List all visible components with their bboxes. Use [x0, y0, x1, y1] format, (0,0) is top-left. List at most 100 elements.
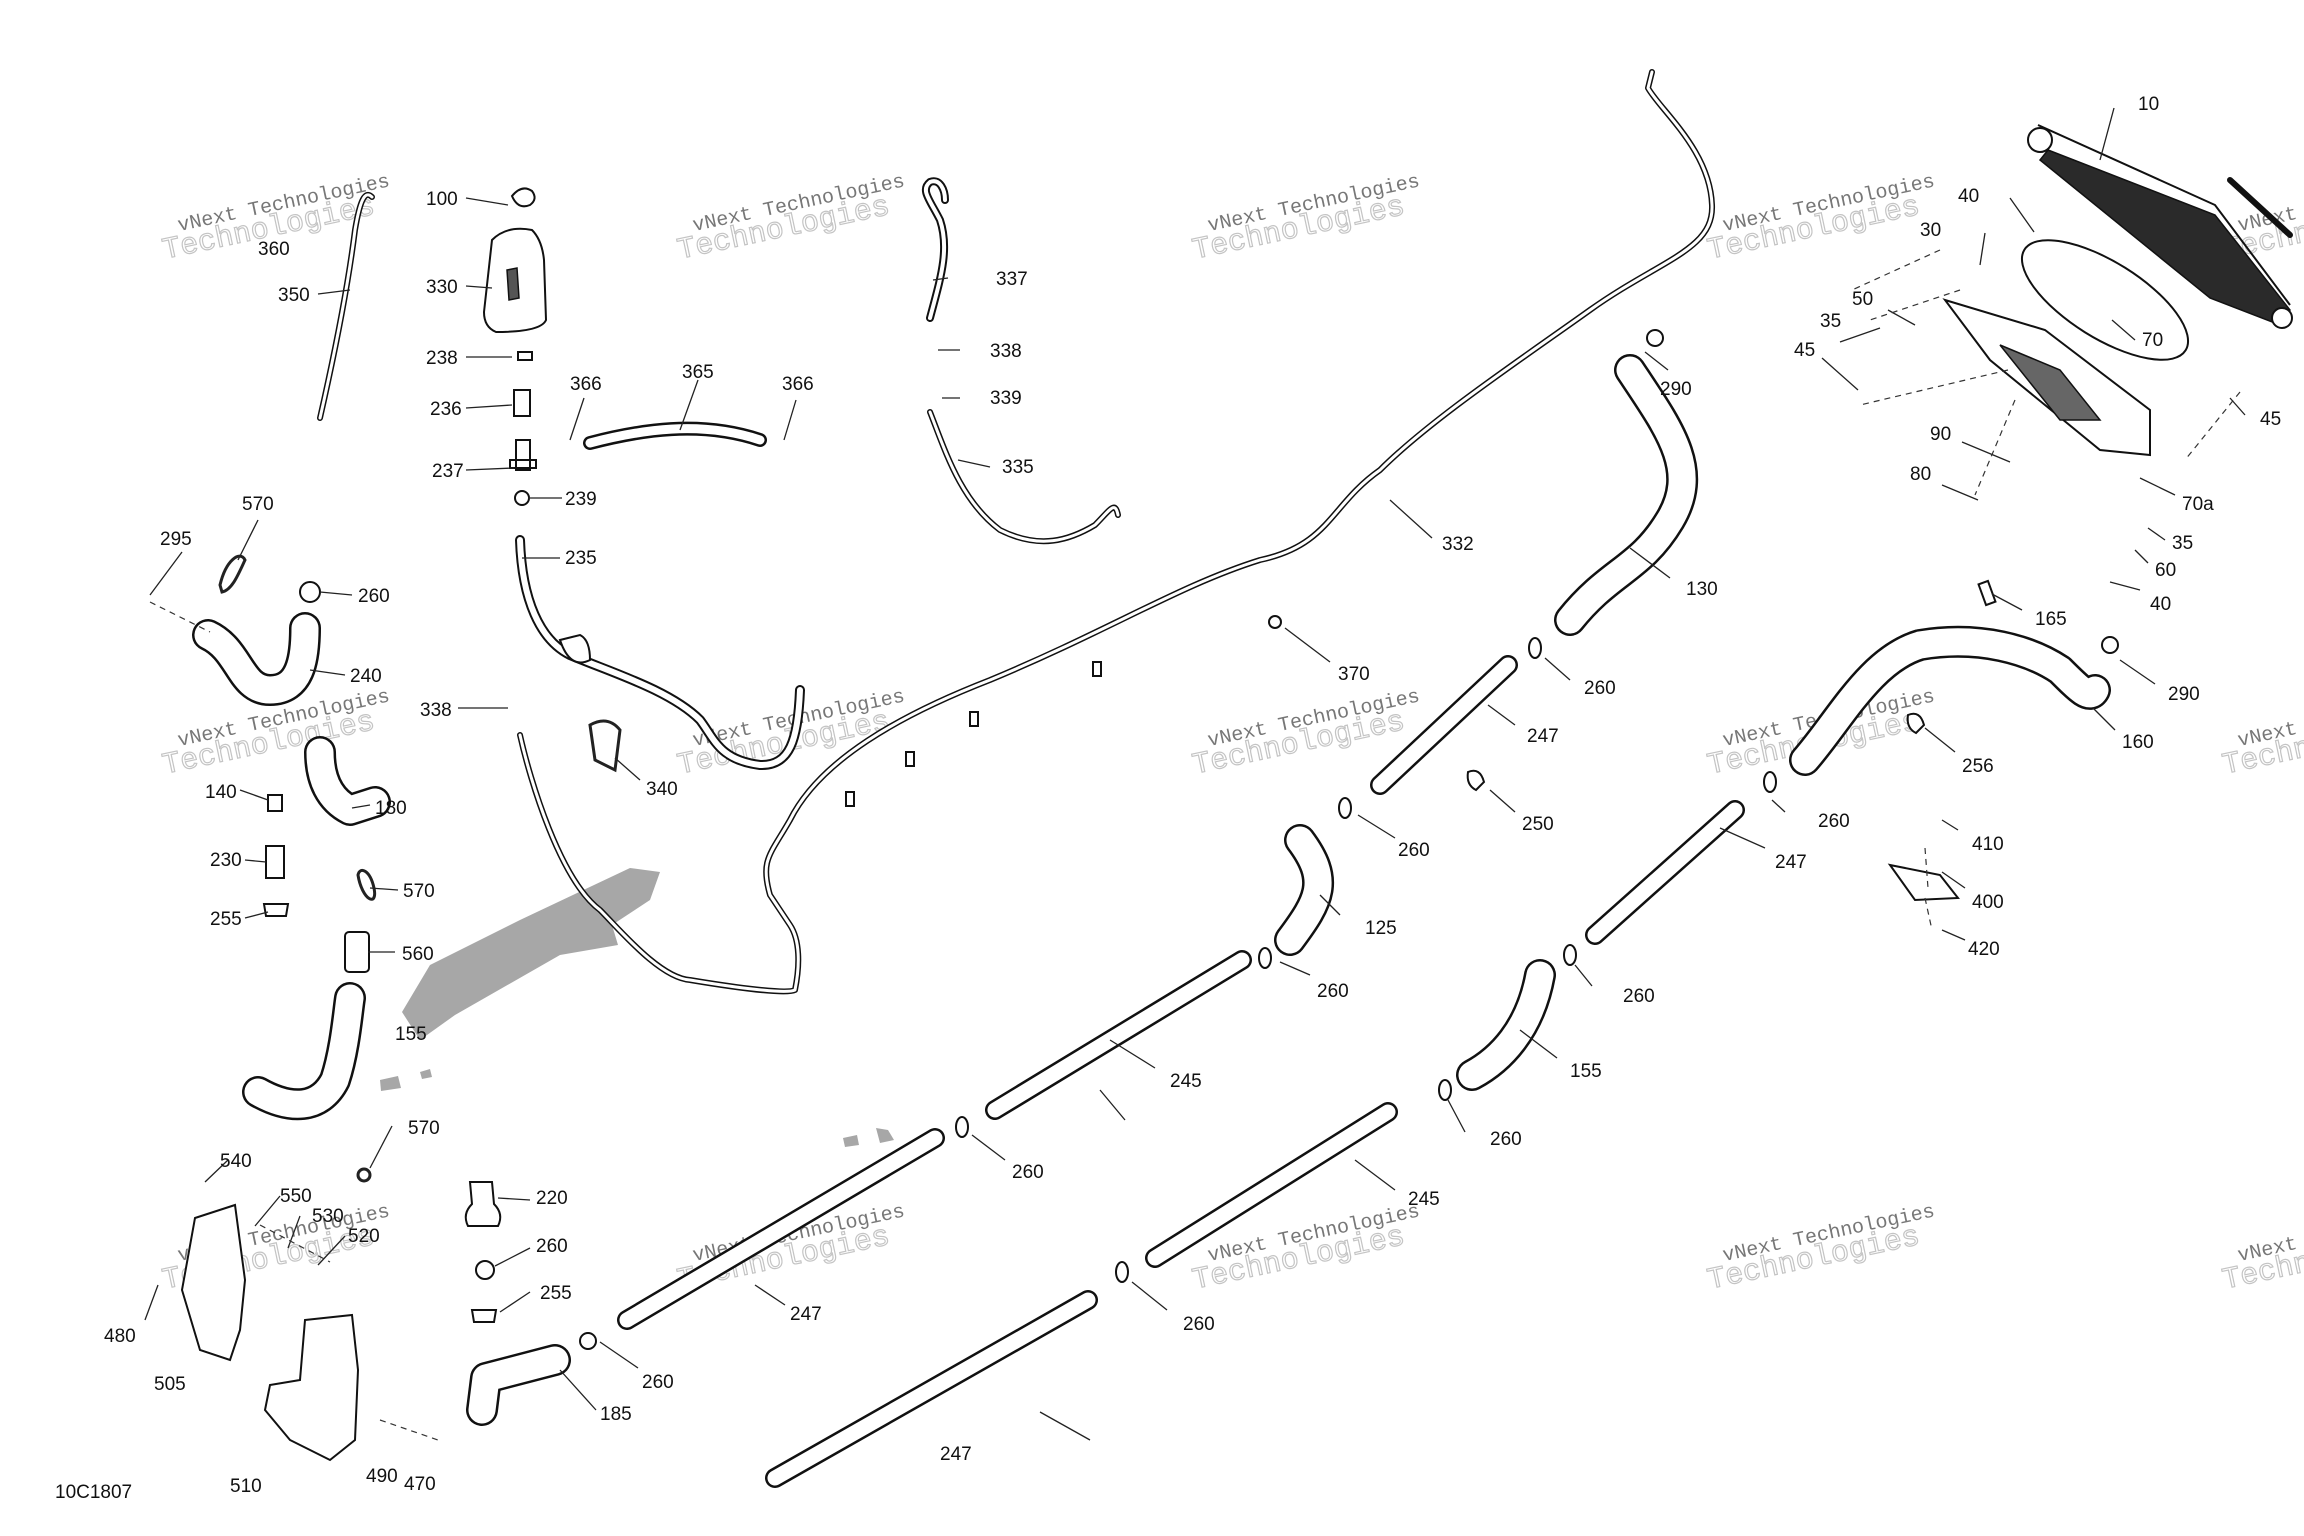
callout-247: 247 [1527, 726, 1559, 747]
clamp-570-a [218, 554, 247, 594]
callout-35: 35 [1820, 311, 1841, 332]
callout-247: 247 [790, 1304, 822, 1325]
hose-235 [515, 535, 805, 771]
callout-260: 260 [1584, 678, 1616, 699]
callout-247: 247 [1775, 852, 1807, 873]
callout-260: 260 [536, 1236, 568, 1257]
callout-332: 332 [1442, 534, 1474, 555]
callout-410: 410 [1972, 834, 2004, 855]
callout-570: 570 [408, 1118, 440, 1139]
gray-fragment [843, 1128, 894, 1147]
clip-250 [1466, 769, 1486, 792]
sleeve-560 [344, 931, 370, 973]
watermark-text-outline: Technologies [2220, 705, 2304, 783]
callout-238: 238 [426, 348, 458, 369]
callout-30: 30 [1920, 220, 1941, 241]
callout-330: 330 [426, 277, 458, 298]
tube-245-b [1145, 1102, 1398, 1268]
gray-fragment [380, 1069, 432, 1091]
hose-240 [192, 612, 321, 706]
callout-290: 290 [1660, 379, 1692, 400]
line-332 [517, 69, 1716, 995]
hose-130 [1554, 354, 1699, 636]
coupler-220 [464, 1181, 502, 1227]
callout-260: 260 [1623, 986, 1655, 1007]
callout-250: 250 [1522, 814, 1554, 835]
callout-570: 570 [403, 881, 435, 902]
callout-247: 247 [940, 1444, 972, 1465]
callout-505: 505 [154, 1374, 186, 1395]
callout-520: 520 [348, 1226, 380, 1247]
hose-155-a [242, 982, 366, 1121]
callout-365: 365 [682, 362, 714, 383]
callout-350: 350 [278, 285, 310, 306]
callout-260: 260 [1490, 1129, 1522, 1150]
rod-fan [2227, 177, 2293, 238]
callout-245: 245 [1170, 1071, 1202, 1092]
callout-160: 160 [2122, 732, 2154, 753]
callout-220: 220 [536, 1188, 568, 1209]
callout-290: 290 [2168, 684, 2200, 705]
callout-540: 540 [220, 1151, 252, 1172]
callout-35: 35 [2172, 533, 2193, 554]
callout-245: 245 [1408, 1189, 1440, 1210]
clamp-290-a [1646, 329, 1664, 347]
sleeve-230 [265, 845, 285, 879]
callout-260: 260 [358, 586, 390, 607]
callout-420: 420 [1968, 939, 2000, 960]
callout-180: 180 [375, 798, 407, 819]
callout-510: 510 [230, 1476, 262, 1497]
fan-shroud-70 [1942, 239, 2190, 457]
drawing-code: 10C1807 [55, 1482, 132, 1503]
callout-470: 470 [404, 1474, 436, 1495]
coolant-tank-510 [263, 1313, 360, 1462]
tool-165 [1977, 579, 1997, 607]
part-340 [588, 719, 622, 773]
callout-256: 256 [1962, 756, 1994, 777]
clamp-570-b [356, 868, 377, 901]
callout-100: 100 [426, 189, 458, 210]
callout-360: 360 [258, 239, 290, 260]
callout-260: 260 [1183, 1314, 1215, 1335]
clamp-260-i [299, 581, 321, 603]
callout-260: 260 [1398, 840, 1430, 861]
leader-lines [144, 107, 2246, 1441]
callout-236: 236 [430, 399, 462, 420]
clamp-255-a [262, 903, 290, 917]
callout-labels: 10 40 30 50 35 45 70 45 90 80 70a 35 60 … [104, 94, 2281, 1497]
parts-layer [180, 69, 2293, 1488]
clip-370 [1268, 615, 1282, 629]
tube-247-a [1370, 655, 1518, 795]
callout-40: 40 [2150, 594, 2171, 615]
callout-560: 560 [402, 944, 434, 965]
connector-140 [267, 794, 283, 812]
callout-140: 140 [205, 782, 237, 803]
clamp-290-b [2101, 636, 2119, 654]
callout-260: 260 [1012, 1162, 1044, 1183]
callout-366: 366 [782, 374, 814, 395]
callout-338: 338 [990, 341, 1022, 362]
reservoir-330 [482, 187, 548, 506]
callout-400: 400 [1972, 892, 2004, 913]
callout-155: 155 [395, 1024, 427, 1045]
callout-155: 155 [1570, 1061, 1602, 1082]
callout-237: 237 [432, 461, 464, 482]
callout-340: 340 [646, 779, 678, 800]
callout-550: 550 [280, 1186, 312, 1207]
callout-45: 45 [1794, 340, 1815, 361]
hose-125 [1274, 824, 1335, 956]
callout-90: 90 [1930, 424, 1951, 445]
callout-530: 530 [312, 1206, 344, 1227]
hose-155-b [1456, 959, 1556, 1091]
callout-70a: 70a [2182, 494, 2214, 515]
tube-247-b [1585, 800, 1745, 945]
callout-255: 255 [210, 909, 242, 930]
callout-490: 490 [366, 1466, 398, 1487]
tube-247-c [617, 1128, 945, 1330]
